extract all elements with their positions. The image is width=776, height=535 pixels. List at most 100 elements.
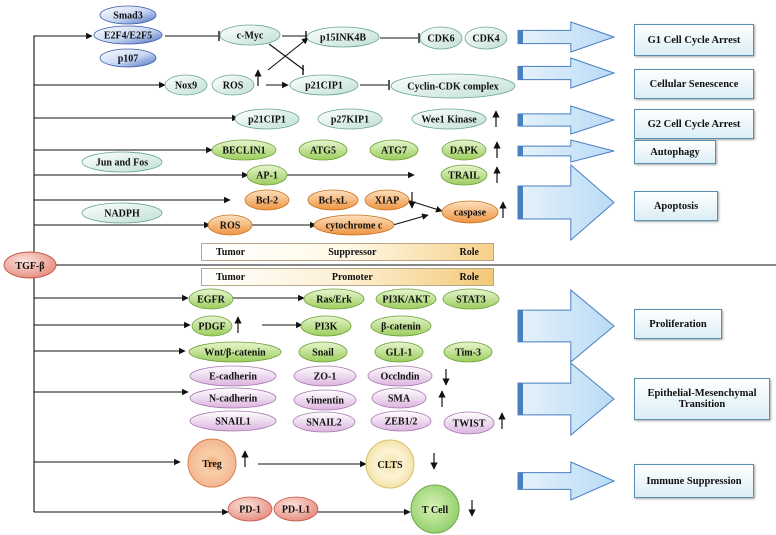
node-cytc: cytochrome c (313, 214, 395, 236)
node-twist-label: TWIST (453, 419, 486, 430)
node-ap1-shape (246, 164, 288, 186)
node-pdgf-shape (191, 315, 233, 337)
outcome-arrows (517, 21, 616, 501)
node-zeb: ZEB1/2 (370, 410, 432, 432)
node-ros1: ROS (211, 74, 255, 96)
arrow-g1 (517, 21, 616, 53)
node-cyclin: Cyclin-CDK complex (390, 73, 516, 99)
arrow-g2 (517, 105, 616, 135)
node-bcat: β-catenin (370, 315, 432, 337)
band-word-tumor: Tumor (216, 271, 246, 283)
arrow-emt (517, 361, 615, 437)
node-treg-label: Treg (202, 459, 222, 470)
cytc-to-caspase (392, 213, 429, 226)
node-ecad: E-cadherin (189, 365, 277, 387)
arrow-apoptosis (517, 163, 615, 242)
ros-to-p15 (267, 37, 309, 71)
tumor-promoter-band: Tumor Promoter Role (201, 268, 494, 286)
node-stat3-shape (442, 288, 500, 310)
outcome-autophagy: Autophagy (634, 140, 716, 164)
node-junfos: Jun and Fos (81, 151, 163, 173)
node-cytc-label: cytochrome c (326, 221, 383, 232)
outcome-senescence: Cellular Senescence (634, 69, 754, 99)
node-atg5-shape (298, 139, 348, 161)
node-wnt: Wnt/β-catenin (188, 341, 282, 363)
node-snail-shape (298, 341, 348, 363)
node-ros2-shape (207, 214, 253, 236)
tgf-beta-label: TGF-β (15, 261, 44, 272)
node-zo1-shape (293, 365, 357, 387)
node-ncad: N-cadherin (189, 387, 277, 409)
band-word-role: Role (459, 271, 479, 283)
node-tim3-shape (443, 341, 493, 363)
tumor-suppressor-band: Tumor Suppressor Role (201, 243, 494, 261)
node-bcl2-shape (244, 189, 290, 211)
node-raserk: Ras/Erk (303, 288, 365, 310)
node-bclxl: Bcl-xL (307, 189, 359, 211)
node-tcell-label: T Cell (422, 505, 448, 516)
node-bcl2: Bcl-2 (244, 189, 290, 211)
band-word-tumor: Tumor (216, 246, 246, 258)
arrow-immune (517, 461, 616, 501)
node-p107: p107 (99, 48, 157, 68)
node-snail2-label: SNAIL2 (306, 418, 342, 429)
node-sma-label: SMA (388, 394, 411, 405)
node-ncad-shape (189, 387, 277, 409)
node-trail-label: TRAIL (448, 171, 480, 182)
node-nadph: NADPH (81, 202, 163, 224)
node-cdk4-label: CDK4 (472, 34, 499, 45)
node-wnt-label: Wnt/β-catenin (204, 348, 266, 359)
node-pi3kakt: PI3K/AKT (375, 288, 437, 310)
arrow-apoptosis-edge (518, 186, 523, 219)
node-atg5-label: ATG5 (310, 146, 336, 157)
node-xiap: XIAP (364, 189, 410, 211)
node-pi3kakt-shape (375, 288, 437, 310)
tgf-beta-shape (3, 251, 57, 279)
node-p21b: p21CIP1 (234, 108, 300, 130)
cmyc-to-p21 (268, 43, 305, 71)
node-bclxl-shape (307, 189, 359, 211)
node-zeb-shape (370, 410, 432, 432)
node-gli1: GLI-1 (374, 341, 424, 363)
node-snail1: SNAIL1 (189, 410, 277, 432)
node-pdl1-shape (273, 496, 319, 522)
node-zeb-label: ZEB1/2 (385, 417, 418, 428)
node-e2f: E2F4/E2F5 (93, 25, 163, 45)
tgf-beta-source: TGF-β (3, 251, 57, 279)
node-ecad-shape (189, 365, 277, 387)
node-p15: p15INK4B (306, 26, 380, 48)
node-dapk: DAPK (441, 139, 487, 161)
node-pdl1: PD-L1 (273, 496, 319, 522)
node-tim3: Tim-3 (443, 341, 493, 363)
regulation-arrows (234, 69, 507, 517)
node-treg-shape (187, 438, 237, 488)
node-nox9: Nox9 (164, 74, 208, 96)
node-egfr: EGFR (188, 288, 234, 310)
node-stat3: STAT3 (442, 288, 500, 310)
band-word-promoter: Promoter (331, 271, 373, 283)
node-gli1-shape (374, 341, 424, 363)
outcome-emt: Epithelial-Mesenchymal Transition (634, 378, 770, 420)
node-nadph-shape (81, 202, 163, 224)
node-p15-shape (306, 26, 380, 48)
node-vim-shape (293, 389, 357, 411)
node-pi3k-shape (300, 315, 352, 337)
node-clts: CLTS (365, 439, 415, 489)
node-pi3k: PI3K (300, 315, 352, 337)
outcome-proliferation: Proliferation (634, 309, 722, 339)
node-zo1-label: ZO-1 (314, 372, 337, 383)
node-raserk-label: Ras/Erk (316, 295, 352, 306)
arrow-proliferation-edge (518, 310, 523, 342)
arrow-emt-edge (518, 383, 523, 415)
node-raserk-shape (303, 288, 365, 310)
node-atg7-label: ATG7 (381, 146, 407, 157)
node-sma-shape (371, 387, 427, 409)
node-smad3: Smad3 (99, 5, 157, 25)
node-occ-label: Occlndin (381, 372, 420, 383)
node-cytc-shape (313, 214, 395, 236)
node-ros2-label: ROS (220, 221, 241, 232)
node-tcell-shape (410, 484, 460, 534)
node-e2f-shape (93, 25, 163, 45)
node-cdk6-label: CDK6 (427, 34, 454, 45)
